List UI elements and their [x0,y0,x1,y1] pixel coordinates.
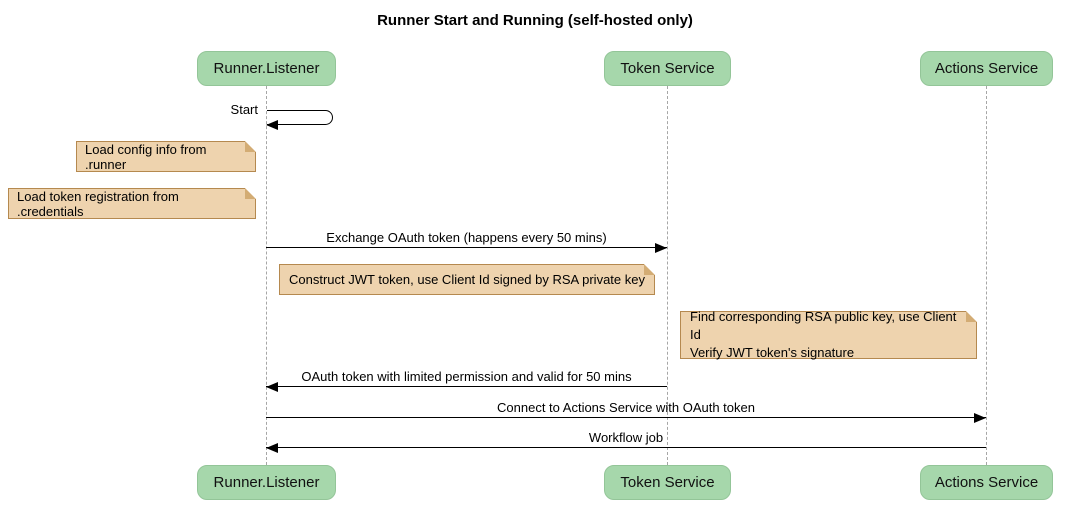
note-text: Construct JWT token, use Client Id signe… [289,272,645,287]
participant-token-service-top: Token Service [604,51,731,86]
note-load-config: Load config info from .runner [76,141,256,172]
participant-label: Token Service [620,60,715,77]
message-oauth-return: OAuth token with limited permission and … [266,369,667,392]
arrowhead-left-icon [266,120,278,130]
message-line [266,447,986,448]
message-connect-actions: Connect to Actions Service with OAuth to… [266,400,986,423]
message-label: Exchange OAuth token (happens every 50 m… [326,230,607,245]
participant-label: Runner.Listener [213,60,320,77]
participant-runner-listener-bottom: Runner.Listener [197,465,336,500]
note-text: Load token registration from .credential… [17,188,179,219]
note-find-rsa-key: Find corresponding RSA public key, use C… [680,309,977,360]
arrowhead-left-icon [266,443,278,453]
message-label: Connect to Actions Service with OAuth to… [497,400,755,415]
note-text: Load config info from .runner [85,141,207,172]
note-load-token-registration: Load token registration from .credential… [8,188,256,219]
message-exchange-oauth: Exchange OAuth token (happens every 50 m… [266,230,667,253]
note-text-line2: Verify JWT token's signature [690,345,855,360]
participant-actions-service-bottom: Actions Service [920,465,1053,500]
message-line [266,247,667,248]
lifeline-actions-service [986,86,987,465]
lifeline-runner-listener [266,86,267,465]
message-label: Workflow job [588,430,664,445]
note-text-line1: Find corresponding RSA public key, use C… [690,309,957,342]
lifeline-token-service [667,86,668,465]
message-workflow-job: Workflow job [266,430,986,453]
message-line [266,386,667,387]
self-message-loop [267,110,333,125]
participant-actions-service-top: Actions Service [920,51,1053,86]
arrowhead-right-icon [974,413,986,423]
arrowhead-right-icon [655,243,667,253]
message-start-label: Start [230,102,258,117]
message-label: OAuth token with limited permission and … [301,369,632,384]
diagram-title: Runner Start and Running (self-hosted on… [377,12,693,29]
participant-label: Token Service [620,474,715,491]
arrowhead-left-icon [266,382,278,392]
participant-label: Actions Service [934,474,1039,491]
message-line [266,417,986,418]
participant-label: Actions Service [934,60,1039,77]
participant-runner-listener-top: Runner.Listener [197,51,336,86]
participant-token-service-bottom: Token Service [604,465,731,500]
participant-label: Runner.Listener [213,474,320,491]
note-construct-jwt: Construct JWT token, use Client Id signe… [279,264,655,295]
